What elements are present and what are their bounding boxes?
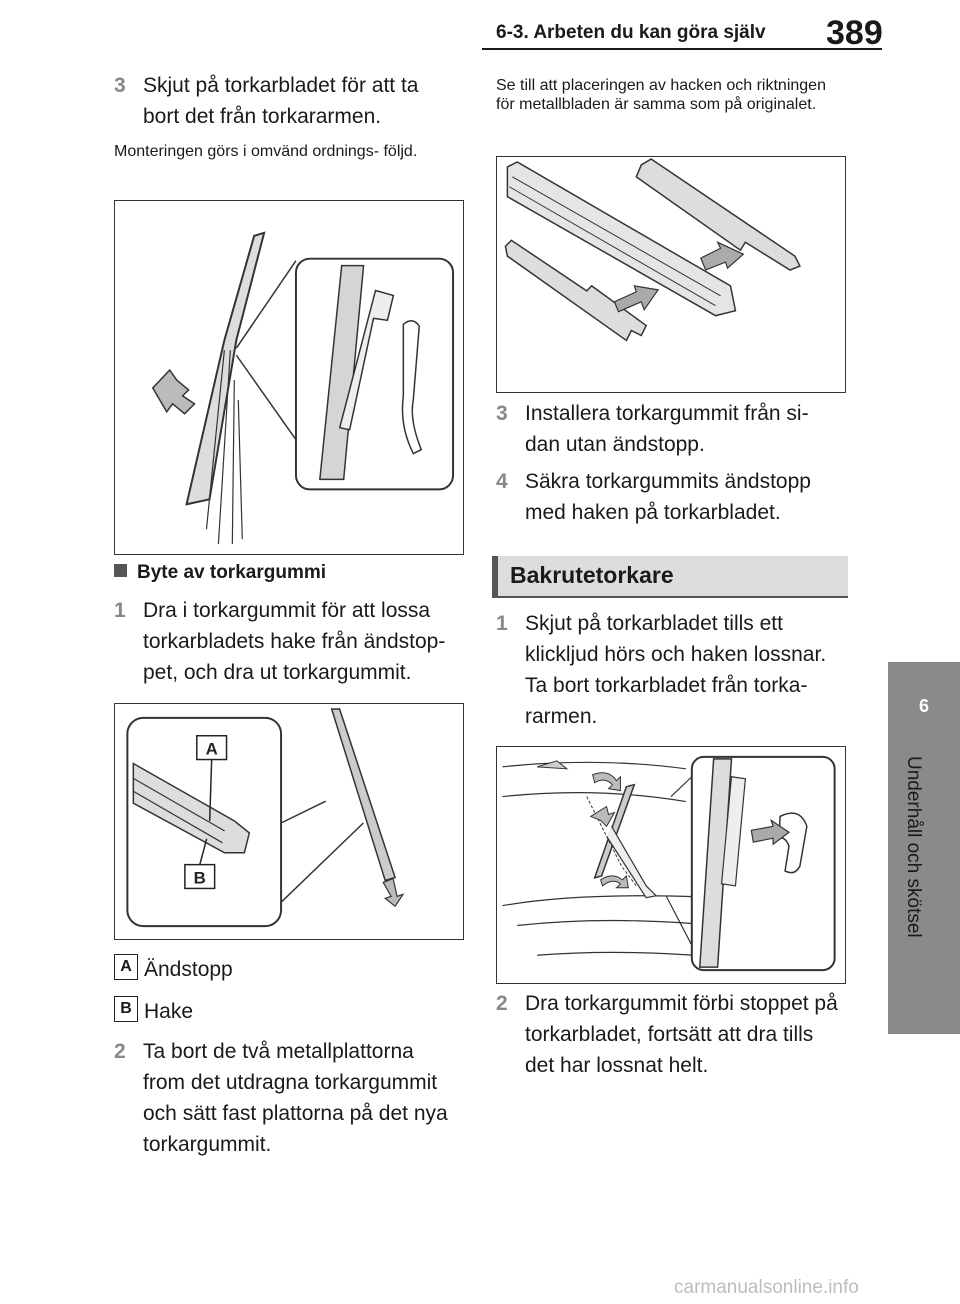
rubber-pull-figure: A B (114, 703, 464, 940)
callout-text: Ändstopp (144, 958, 233, 981)
wiper-removal-illustration (151, 231, 455, 545)
chapter-title: Underhåll och skötsel (903, 756, 924, 938)
assembly-note: Monteringen görs i omvänd ordnings- följ… (114, 143, 418, 160)
step-2-metal-plates: 2 Ta bort de två metallplattorna from de… (114, 1036, 459, 1160)
step-3-remove: 3 Skjut på torkarbladet för att ta bort … (114, 70, 454, 132)
subheading-wiper-rubber: Byte av torkargummi (114, 562, 326, 584)
callout-text: Hake (144, 1000, 194, 1023)
step-4-secure-stop: 4 Säkra torkargummits ändstopp med haken… (496, 466, 836, 528)
rear-wiper-figure (496, 746, 846, 984)
step-1-pull-rubber: 1 Dra i torkargummit för att lossa torka… (114, 595, 459, 688)
callout-b: B Hake (114, 996, 194, 1026)
orientation-note: Se till att placeringen av hacken och ri… (496, 77, 826, 113)
header-rule (482, 48, 882, 50)
callout-letter: A (114, 954, 138, 980)
step-text: Skjut på torkarbladet för att ta bort de… (143, 74, 419, 128)
step-text: Skjut på torkarbladet tills ett klicklju… (525, 612, 827, 728)
figure-label-a: A (206, 740, 218, 759)
wiper-removal-figure (114, 200, 464, 555)
step-text: Dra torkargummit förbi stoppet på torkar… (525, 992, 838, 1077)
watermark: carmanualsonline.info (674, 1277, 859, 1298)
step-text: Ta bort de två metallplattorna from det … (143, 1040, 448, 1156)
step-text: Installera torkargummit från si- dan uta… (525, 402, 809, 456)
step-3-install-rubber: 3 Installera torkargummit från si- dan u… (496, 398, 836, 460)
step-text: Säkra torkargummits ändstopp med haken p… (525, 470, 811, 524)
rubber-pull-illustration: A B (126, 708, 405, 928)
callout-letter: B (114, 996, 138, 1022)
step-number: 3 (496, 402, 508, 425)
callout-a: A Ändstopp (114, 954, 233, 984)
chapter-number: 6 (918, 696, 929, 716)
figure-label-b: B (194, 868, 206, 887)
chapter-tab: 6 (888, 662, 960, 1034)
section-heading-bar: Bakrutetorkare (492, 556, 848, 598)
step-text: Dra i torkargummit för att lossa torkarb… (143, 599, 446, 684)
rear-step-1-remove-blade: 1 Skjut på torkarbladet tills ett klickl… (496, 608, 841, 732)
step-number: 2 (114, 1040, 126, 1063)
step-number: 1 (114, 599, 126, 622)
step-number: 4 (496, 470, 508, 493)
metal-plates-figure (496, 156, 846, 393)
step-number: 1 (496, 612, 508, 635)
section-heading: Bakrutetorkare (510, 562, 674, 588)
rear-step-2-pull-rubber: 2 Dra torkargummit förbi stoppet på tork… (496, 988, 841, 1081)
rear-wiper-illustration (502, 755, 836, 972)
section-title: 6-3. Arbeten du kan göra själv (496, 22, 766, 43)
bullet-square-icon (114, 564, 127, 577)
page-number: 389 (826, 14, 883, 52)
step-number: 3 (114, 74, 126, 97)
step-number: 2 (496, 992, 508, 1015)
subheading-text: Byte av torkargummi (137, 562, 327, 583)
metal-plates-illustration (504, 158, 801, 342)
